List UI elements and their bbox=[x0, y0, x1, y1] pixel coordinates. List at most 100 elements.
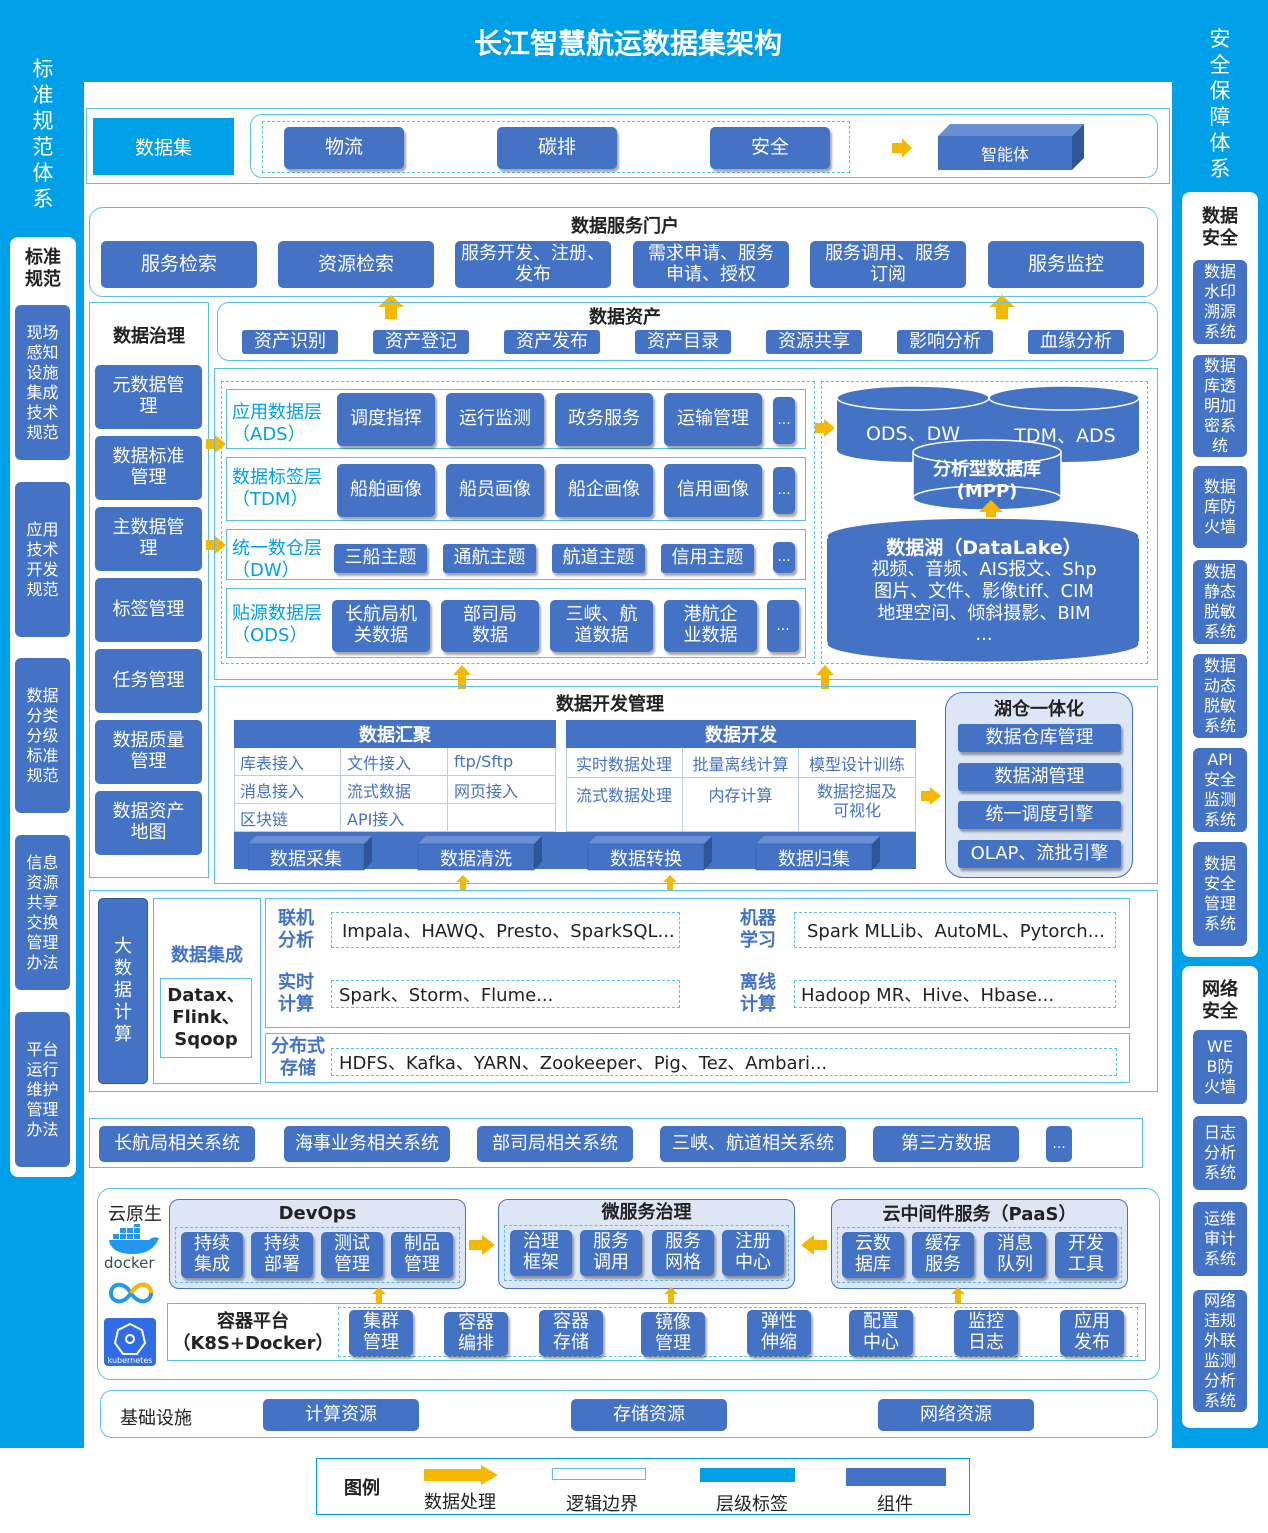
governance-item[interactable]: 主数据管 理 bbox=[95, 507, 202, 571]
container-item[interactable]: 监控 日志 bbox=[954, 1310, 1018, 1356]
paas-item[interactable]: 开发 工具 bbox=[1055, 1232, 1117, 1278]
layer-item[interactable]: 运输管理 bbox=[664, 393, 762, 446]
source-more[interactable]: ... bbox=[1046, 1126, 1072, 1162]
dataset-item[interactable]: 碳排 bbox=[497, 127, 617, 169]
pipeline-step[interactable]: 数据采集 bbox=[270, 849, 342, 870]
source-item[interactable]: 长航局相关系统 bbox=[99, 1126, 255, 1162]
standard-item[interactable]: 信息 资源 共享 交换 管理 办法 bbox=[15, 835, 70, 990]
layer-item[interactable]: 部司局 数据 bbox=[441, 600, 539, 652]
standard-item[interactable]: 平台 运行 维护 管理 办法 bbox=[15, 1012, 70, 1167]
microservice-item[interactable]: 注册 中心 bbox=[722, 1230, 784, 1276]
asset-item[interactable]: 资产目录 bbox=[635, 330, 731, 354]
microservice-item[interactable]: 治理 框架 bbox=[510, 1230, 572, 1276]
infra-item[interactable]: 存储资源 bbox=[571, 1399, 727, 1431]
layer-item[interactable]: 船企画像 bbox=[555, 464, 653, 517]
standard-item[interactable]: 数据 分类 分级 标准 规范 bbox=[15, 658, 70, 813]
governance-item[interactable]: 元数据管 理 bbox=[95, 365, 202, 429]
network-item[interactable]: 运维 审计 系统 bbox=[1193, 1202, 1247, 1276]
devops-item[interactable]: 制品 管理 bbox=[391, 1232, 453, 1278]
layer-more[interactable]: ... bbox=[773, 542, 795, 573]
layer-more[interactable]: ... bbox=[773, 397, 795, 444]
layer-item[interactable]: 三船主题 bbox=[334, 544, 427, 573]
container-item[interactable]: 配置 中心 bbox=[849, 1310, 913, 1356]
layer-more[interactable]: ... bbox=[773, 467, 795, 514]
pipeline-step[interactable]: 数据归集 bbox=[778, 849, 850, 870]
portal-item[interactable]: 服务调用、服务 订阅 bbox=[810, 241, 966, 288]
left-title-char: 准 bbox=[32, 83, 54, 107]
security-item[interactable]: API 安全 监测 系统 bbox=[1193, 748, 1247, 832]
governance-item[interactable]: 数据质量 管理 bbox=[95, 720, 202, 784]
portal-item[interactable]: 服务开发、注册、 发布 bbox=[455, 241, 611, 288]
source-item[interactable]: 海事业务相关系统 bbox=[284, 1126, 450, 1162]
asset-item[interactable]: 血缘分析 bbox=[1028, 330, 1124, 354]
network-item[interactable]: WE B防 火墙 bbox=[1193, 1030, 1247, 1104]
devops-item[interactable]: 测试 管理 bbox=[321, 1232, 383, 1278]
governance-item[interactable]: 数据资产 地图 bbox=[95, 791, 202, 855]
asset-item[interactable]: 资产发布 bbox=[504, 330, 600, 354]
paas-item[interactable]: 云数 据库 bbox=[842, 1232, 904, 1278]
standard-item[interactable]: 现场 感知 设施 集成 技术 规范 bbox=[15, 305, 70, 460]
security-item[interactable]: 数据 安全 管理 系统 bbox=[1193, 842, 1247, 946]
layer-item[interactable]: 长航局机 关数据 bbox=[332, 600, 430, 652]
mpp-label: 分析型数据库 (MPP) bbox=[933, 459, 1041, 502]
standard-item[interactable]: 应用 技术 开发 规范 bbox=[15, 482, 70, 637]
dev-cell: 批量离线计算 bbox=[683, 748, 799, 778]
dataset-item[interactable]: 物流 bbox=[284, 127, 404, 169]
paas-item[interactable]: 消息 队列 bbox=[984, 1232, 1046, 1278]
asset-item[interactable]: 资产登记 bbox=[373, 330, 469, 354]
layer-item[interactable]: 船员画像 bbox=[446, 464, 544, 517]
security-item[interactable]: 数据 水印 溯源 系统 bbox=[1193, 260, 1247, 344]
portal-item[interactable]: 需求申请、服务 申请、授权 bbox=[633, 241, 789, 288]
container-item[interactable]: 容器 编排 bbox=[444, 1312, 508, 1356]
container-item[interactable]: 镜像 管理 bbox=[641, 1312, 705, 1356]
layer-item[interactable]: 调度指挥 bbox=[337, 393, 435, 446]
layer-item[interactable]: 船舶画像 bbox=[337, 464, 435, 517]
layer-item[interactable]: 运行监测 bbox=[446, 393, 544, 446]
layer-more[interactable]: ... bbox=[767, 600, 799, 652]
asset-item[interactable]: 资产识别 bbox=[242, 330, 338, 354]
portal-item[interactable]: 资源检索 bbox=[278, 241, 434, 288]
governance-item[interactable]: 标签管理 bbox=[95, 578, 202, 642]
security-item[interactable]: 数据 库防 火墙 bbox=[1193, 466, 1247, 548]
governance-item[interactable]: 任务管理 bbox=[95, 649, 202, 713]
paas-item[interactable]: 缓存 服务 bbox=[912, 1232, 974, 1278]
layer-item[interactable]: 港航企 业数据 bbox=[664, 600, 757, 652]
portal-item[interactable]: 服务检索 bbox=[101, 241, 257, 288]
dataset-item[interactable]: 安全 bbox=[710, 127, 830, 169]
layer-item[interactable]: 通航主题 bbox=[443, 544, 536, 573]
asset-item[interactable]: 资源共享 bbox=[766, 330, 862, 354]
asset-item[interactable]: 影响分析 bbox=[897, 330, 993, 354]
container-item[interactable]: 弹性 伸缩 bbox=[747, 1310, 811, 1356]
microservice-item[interactable]: 服务 网格 bbox=[652, 1230, 714, 1276]
network-item[interactable]: 网络 违规 外联 监测 分析 系统 bbox=[1193, 1290, 1247, 1412]
layer-item[interactable]: 政务服务 bbox=[555, 393, 653, 446]
layer-item[interactable]: 三峡、航 道数据 bbox=[550, 600, 653, 652]
source-item[interactable]: 三峡、航道相关系统 bbox=[660, 1126, 846, 1162]
container-item[interactable]: 应用 发布 bbox=[1060, 1310, 1124, 1356]
microservice-item[interactable]: 服务 调用 bbox=[580, 1230, 642, 1276]
lakehouse-item[interactable]: 统一调度引擎 bbox=[958, 801, 1121, 829]
lakehouse-item[interactable]: OLAP、流批引擎 bbox=[958, 840, 1121, 868]
devops-item[interactable]: 持续 部署 bbox=[251, 1232, 313, 1278]
devops-item[interactable]: 持续 集成 bbox=[181, 1232, 243, 1278]
governance-item[interactable]: 数据标准 管理 bbox=[95, 436, 202, 500]
security-item[interactable]: 数据 库透 明加 密系 统 bbox=[1193, 355, 1247, 457]
source-item[interactable]: 部司局相关系统 bbox=[477, 1126, 633, 1162]
layer-item[interactable]: 航道主题 bbox=[552, 544, 645, 573]
network-item[interactable]: 日志 分析 系统 bbox=[1193, 1116, 1247, 1190]
infra-item[interactable]: 计算资源 bbox=[263, 1399, 419, 1431]
infra-item[interactable]: 网络资源 bbox=[878, 1399, 1034, 1431]
security-item[interactable]: 数据 动态 脱敏 系统 bbox=[1193, 654, 1247, 738]
source-item[interactable]: 第三方数据 bbox=[873, 1126, 1019, 1162]
portal-item[interactable]: 服务监控 bbox=[988, 241, 1144, 288]
pipeline-step[interactable]: 数据清洗 bbox=[440, 849, 512, 870]
layer-item[interactable]: 信用主题 bbox=[661, 544, 754, 573]
container-item[interactable]: 集群 管理 bbox=[349, 1310, 413, 1356]
lakehouse-item[interactable]: 数据湖管理 bbox=[958, 763, 1121, 791]
container-item[interactable]: 容器 存储 bbox=[539, 1310, 603, 1356]
devmgmt-panel bbox=[214, 686, 1158, 884]
pipeline-step[interactable]: 数据转换 bbox=[610, 849, 682, 870]
security-item[interactable]: 数据 静态 脱敏 系统 bbox=[1193, 560, 1247, 644]
layer-item[interactable]: 信用画像 bbox=[664, 464, 762, 517]
lakehouse-item[interactable]: 数据仓库管理 bbox=[958, 724, 1121, 752]
